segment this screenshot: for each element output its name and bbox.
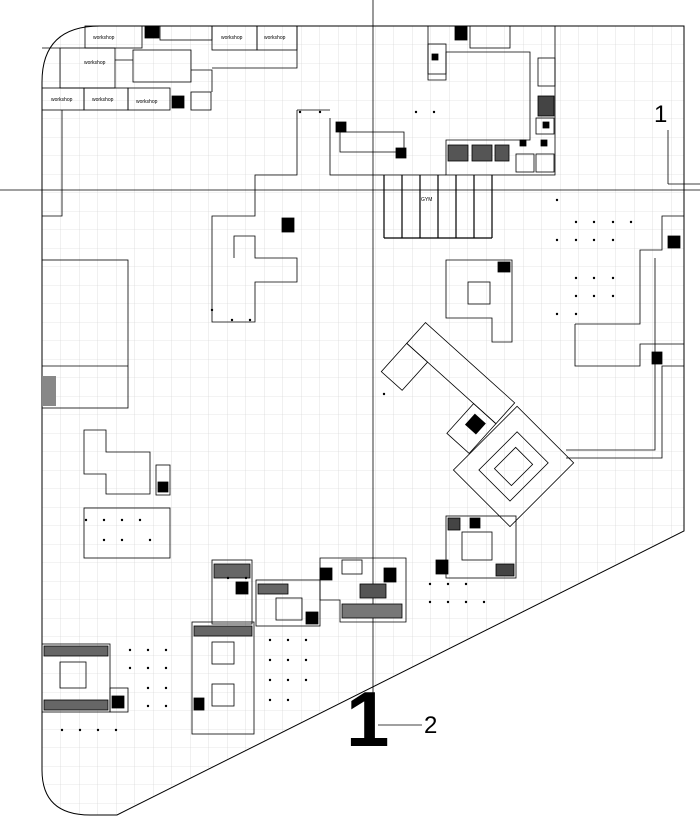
rotated-wing-north <box>380 321 516 454</box>
workshop-block <box>41 25 298 217</box>
west-middle-building <box>83 429 171 559</box>
workshop-labels: workshop workshop workshop workshop work… <box>51 35 286 105</box>
workshop-label: workshop <box>84 60 106 66</box>
gym-block <box>383 175 493 239</box>
central-wing <box>211 109 446 323</box>
workshop-label: workshop <box>93 35 115 41</box>
structural-columns <box>60 110 633 732</box>
south-west-cluster <box>191 559 321 735</box>
workshop-label: workshop <box>221 35 243 41</box>
rotated-wing-south <box>452 405 575 528</box>
west-building <box>41 259 129 409</box>
gym-label: GYM <box>421 197 432 203</box>
section-mark-main: 1 <box>346 675 389 763</box>
central-courtyard-block <box>445 259 513 343</box>
workshop-label: workshop <box>264 35 286 41</box>
north-building <box>427 25 556 176</box>
south-cluster <box>319 557 407 623</box>
workshop-label: workshop <box>92 97 114 103</box>
section-mark-secondary: 2 <box>424 712 437 739</box>
southeast-cluster <box>435 515 517 579</box>
workshop-label: workshop <box>51 97 73 103</box>
workshop-label: workshop <box>136 99 158 105</box>
south-west-corner-cluster <box>41 643 129 713</box>
east-arm <box>566 215 685 459</box>
site-boundary <box>41 25 685 816</box>
section-mark-top-right: 1 <box>654 101 667 128</box>
